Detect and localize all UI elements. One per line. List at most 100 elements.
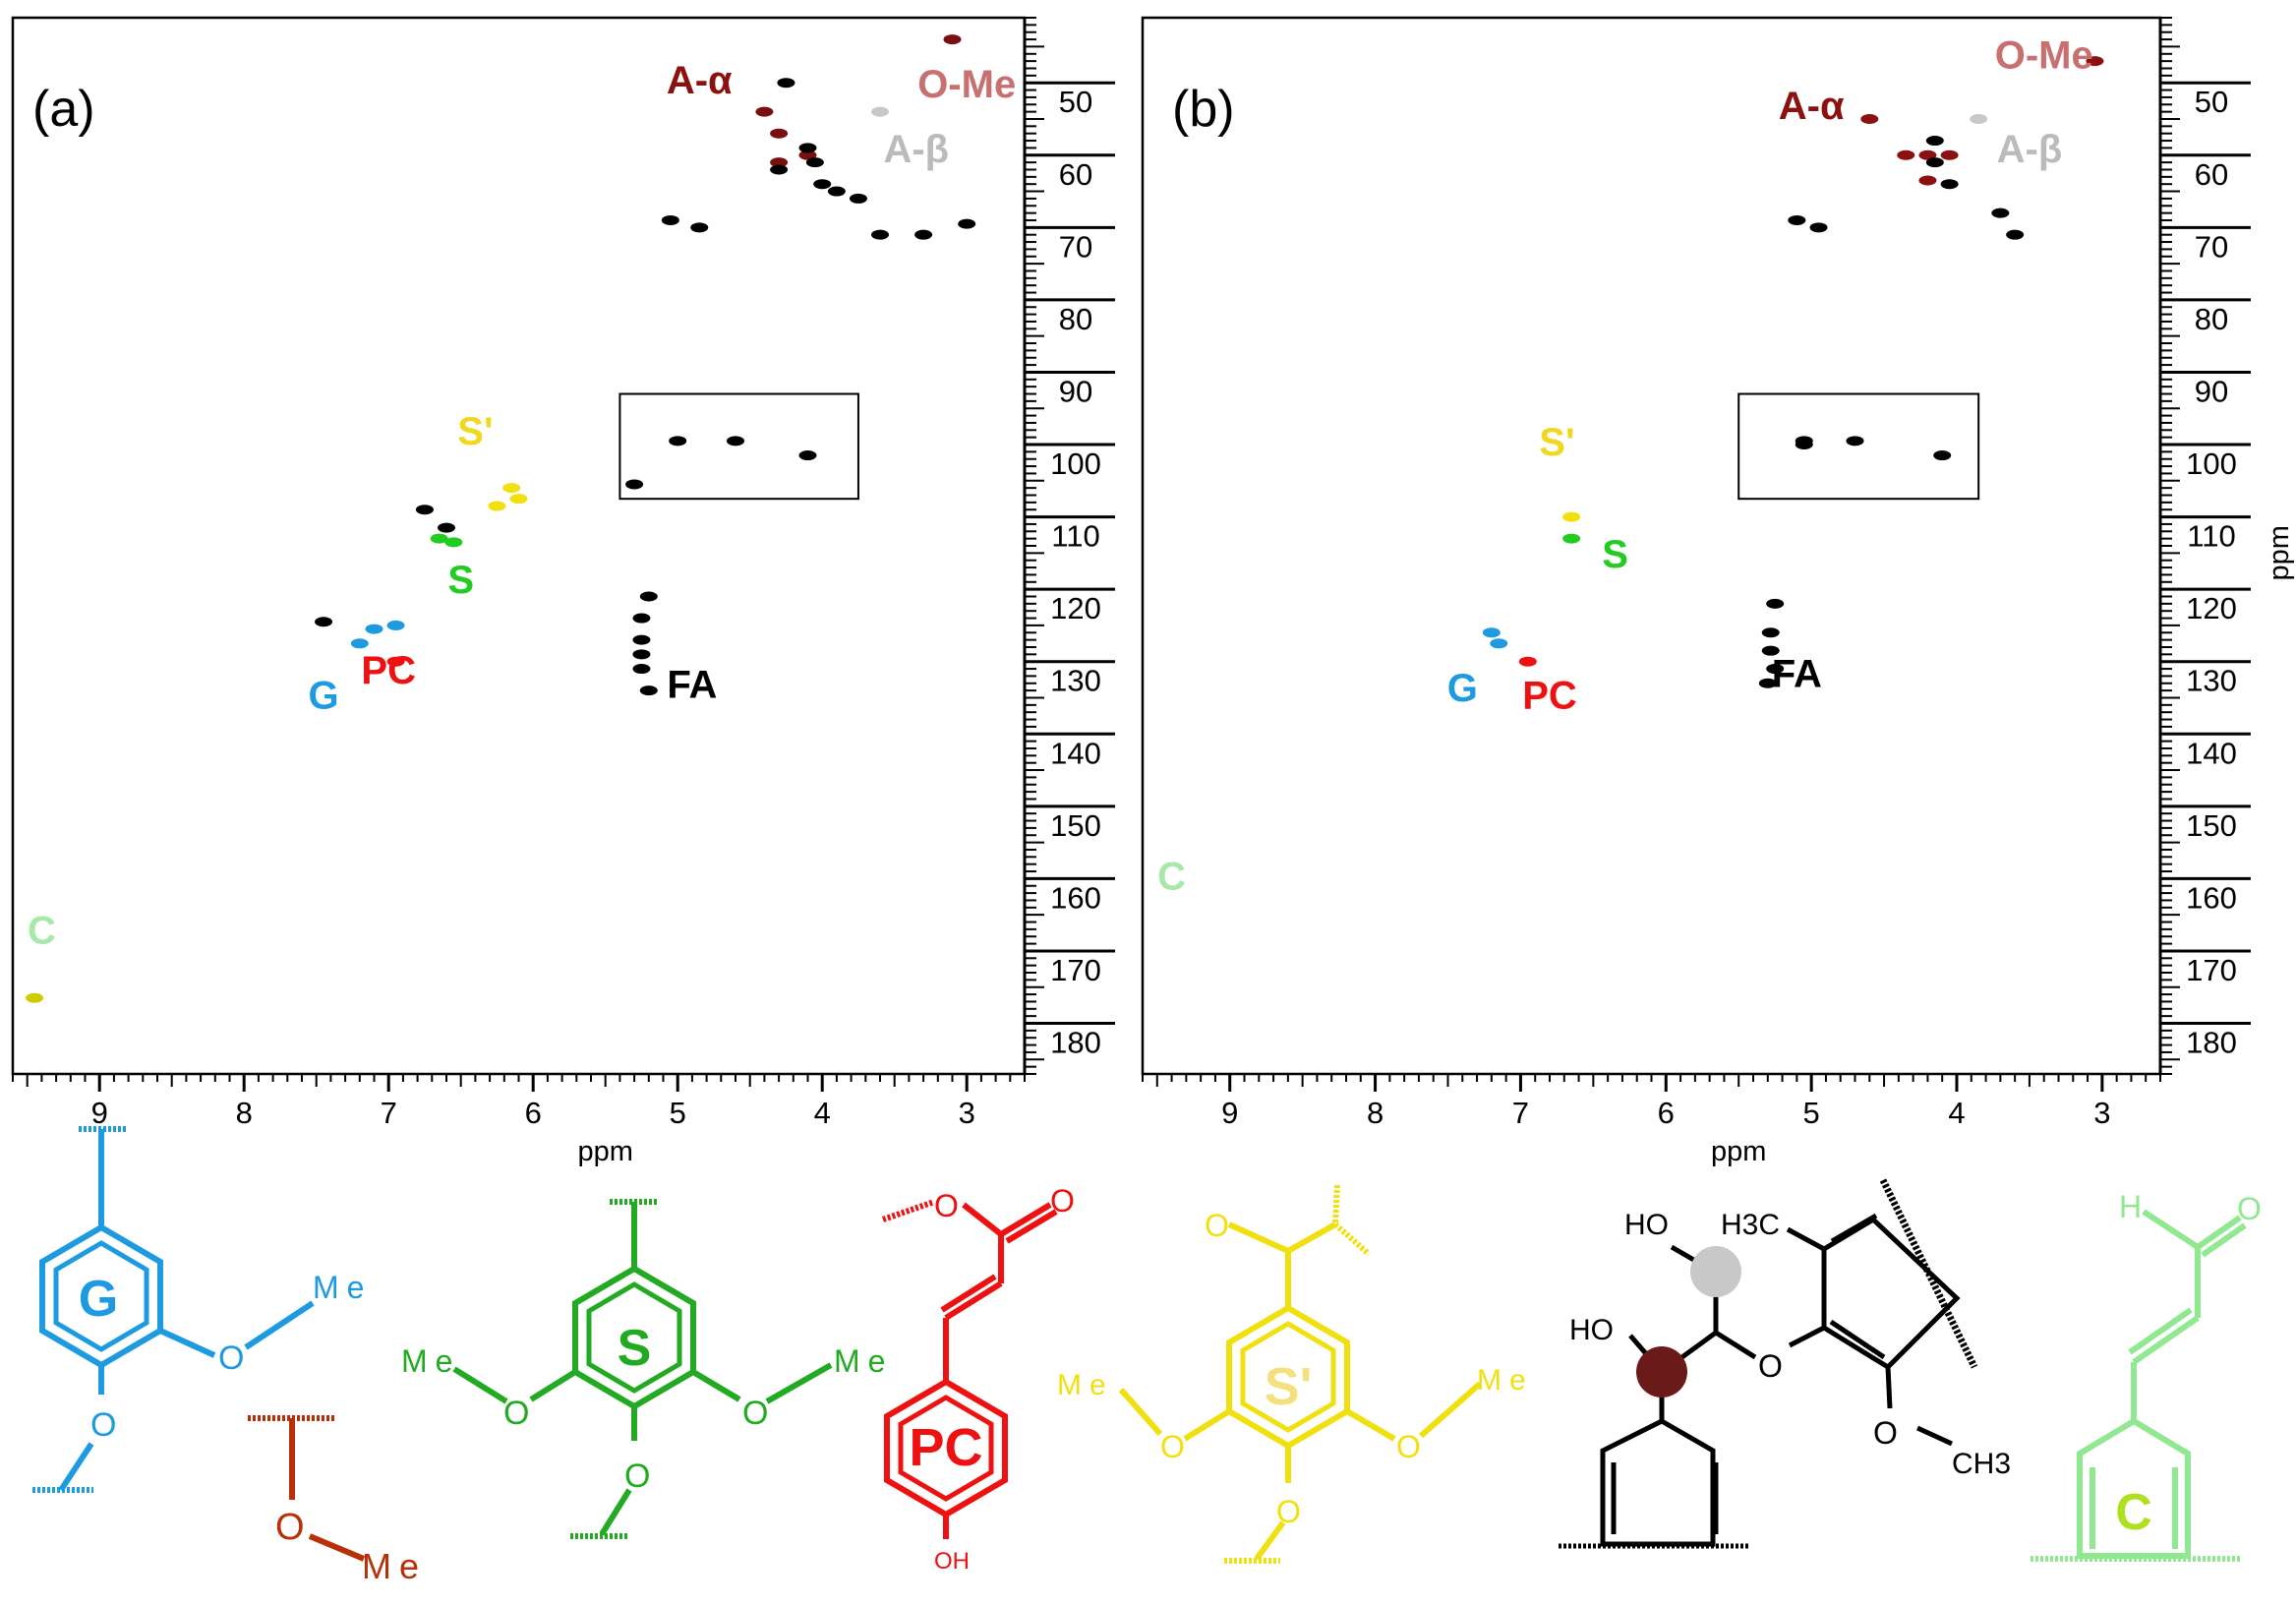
structure-coniferaldehyde	[2031, 1209, 2247, 1562]
peak-label: A-β	[883, 128, 949, 171]
peak-unassigned	[1925, 157, 1944, 168]
x-tick-label: 6	[525, 1096, 542, 1130]
structure-lcc-methoxy-oxygen: O	[1873, 1415, 1898, 1451]
panel-label: (b)	[1172, 81, 1235, 138]
x-tick-label: 3	[2093, 1096, 2110, 1130]
structure-lignin-carbohydrate-complex	[1559, 1178, 1978, 1549]
peak-a	[770, 128, 789, 139]
peak-a	[1897, 149, 1915, 160]
y-tick-label: 140	[1050, 736, 1101, 770]
chemical-structures: G Me O O O Me S Me O O Me	[32, 1126, 2262, 1586]
peak-s	[509, 494, 528, 505]
y-tick-label: 140	[2186, 736, 2237, 770]
peak-unassigned	[1758, 678, 1777, 688]
structure-p-coumarate	[882, 1199, 1058, 1539]
peak-unassigned	[1846, 436, 1864, 446]
y-tick-label: 50	[2195, 85, 2228, 119]
peak-a	[798, 149, 817, 160]
structure-guaiacyl-oxygen-2: O	[90, 1406, 116, 1444]
structure-guaiacyl-methyl: Me	[313, 1270, 372, 1305]
peak-label: S	[447, 559, 474, 602]
structure-methoxyl-oxygen: O	[275, 1507, 305, 1548]
structure-syringyl-oxygen-left: O	[503, 1395, 529, 1432]
y-tick-label: 130	[2186, 664, 2237, 698]
x-tick-label: 7	[1512, 1096, 1529, 1130]
peak-a	[755, 106, 774, 117]
y-tick-label: 70	[2195, 229, 2228, 264]
y-tick-label: 160	[1050, 880, 1101, 915]
structure-p-coumarate-hydroxyl: OH	[934, 1548, 970, 1575]
structure-oxidized-syringyl-oxygen-left: O	[1160, 1429, 1185, 1464]
peak-unassigned	[727, 436, 744, 446]
y-tick-label: 180	[2186, 1026, 2237, 1060]
peak-unassigned	[871, 229, 889, 240]
y-tick-label: 60	[1059, 157, 1092, 192]
structure-guaiacyl	[32, 1126, 315, 1493]
structure-lcc-methoxy-methyl: CH3	[1952, 1448, 2011, 1480]
peak-s	[1562, 533, 1581, 544]
peak-unassigned	[2006, 229, 2025, 240]
y-tick-label: 130	[1050, 664, 1101, 698]
structure-coniferaldehyde-ring-label: C	[2115, 1484, 2152, 1541]
structure-syringyl	[452, 1199, 833, 1539]
y-tick-label: 150	[2186, 808, 2237, 843]
peak-unassigned	[1925, 136, 1944, 147]
peak-unassigned	[914, 229, 933, 240]
structure-coniferaldehyde-oxygen: O	[2237, 1191, 2262, 1226]
structure-syringyl-ring-label: S	[618, 1320, 652, 1377]
peak-unassigned	[415, 505, 434, 515]
peak-unassigned	[690, 222, 709, 233]
peak-unassigned	[669, 436, 687, 446]
peak-label: FA	[667, 663, 717, 706]
peak-s	[1562, 511, 1581, 522]
structure-oxidized-syringyl-methyl-right: Me	[1477, 1364, 1534, 1397]
structure-syringyl-methyl-left: Me	[401, 1343, 460, 1379]
peak-label: PC	[361, 649, 416, 692]
plot-area	[11, 16, 1027, 1076]
peak-label: S'	[457, 410, 493, 453]
peak-unassigned	[1766, 664, 1785, 675]
peak-unassigned	[1933, 450, 1952, 461]
peak-unassigned	[632, 634, 651, 645]
inset-box	[1737, 392, 1980, 501]
peak-ome	[1970, 113, 1988, 124]
peak-label: FA	[1772, 652, 1822, 695]
y-tick-label: 90	[1059, 374, 1092, 408]
peak-unassigned	[827, 186, 846, 197]
peak-unassigned	[958, 218, 976, 229]
y-tick-label: 100	[1050, 446, 1101, 481]
inset-box	[618, 392, 859, 501]
peak-a	[1860, 113, 1879, 124]
structure-oxidized-syringyl-oxygen-bottom: O	[1276, 1494, 1301, 1529]
structure-methoxyl	[248, 1415, 366, 1562]
peak-label: O-Me	[917, 63, 1016, 106]
x-tick-label: 4	[1948, 1096, 1965, 1130]
peak-a	[770, 157, 789, 168]
structure-syringyl-oxygen-right: O	[742, 1395, 768, 1432]
y-tick-label: 170	[1050, 953, 1101, 987]
peak-s	[488, 501, 506, 511]
structure-oxidized-syringyl-methyl-left: Me	[1057, 1369, 1114, 1401]
peak-label: PC	[1522, 675, 1577, 718]
peak-s	[430, 533, 448, 544]
structure-lcc-methyl-top: H3C	[1721, 1209, 1780, 1241]
y-tick-label: 160	[2186, 880, 2237, 915]
peak-unassigned	[1940, 179, 1959, 190]
peak-g	[386, 620, 405, 630]
peak-unassigned	[1795, 440, 1813, 450]
structure-coniferaldehyde-hydrogen: H	[2119, 1189, 2142, 1224]
structure-guaiacyl-ring-label: G	[79, 1271, 118, 1328]
peak-a	[2086, 56, 2104, 67]
x-tick-label: 3	[959, 1096, 975, 1130]
y-tick-label: 60	[2195, 157, 2228, 192]
peak-label: A-α	[667, 59, 733, 102]
x-tick-label: 5	[670, 1096, 686, 1130]
y-tick-label: 150	[1050, 808, 1101, 843]
peak-ome	[871, 106, 889, 117]
x-axis-title: ppm	[577, 1136, 632, 1167]
structure-oxidized-syringyl-oxygen-carbonyl: O	[1205, 1208, 1229, 1243]
peak-unassigned	[639, 685, 658, 696]
y-tick-label: 110	[1051, 519, 1099, 554]
